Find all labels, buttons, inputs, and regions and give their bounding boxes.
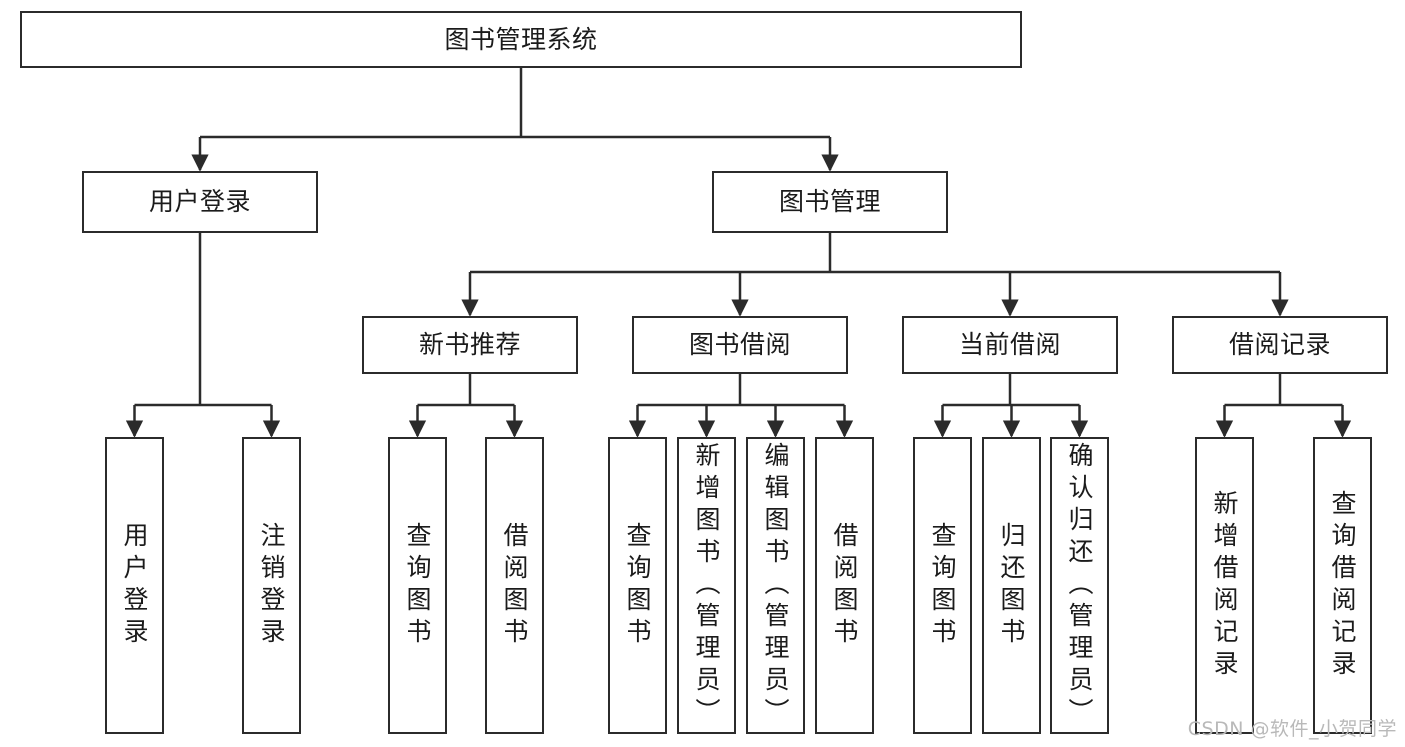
node-borrow-record-label: 借阅记录 [1228, 330, 1331, 360]
node-leaf-borrow-book-1-label: 借阅图书 [500, 521, 529, 650]
node-leaf-query-book-2-label: 查询图书 [623, 521, 652, 650]
watermark: CSDN @软件_小贺同学 [1187, 718, 1397, 740]
node-leaf-query-record-label: 查询借阅记录 [1328, 489, 1357, 682]
node-leaf-user-login-label: 用户登录 [120, 521, 149, 650]
node-leaf-return-book[interactable]: 归还图书 [982, 437, 1041, 734]
node-user-login-label: 用户登录 [148, 187, 251, 217]
node-leaf-add-book[interactable]: 新增图书（管理员） [677, 437, 736, 734]
node-leaf-query-book-3[interactable]: 查询图书 [913, 437, 972, 734]
node-leaf-borrow-book-1[interactable]: 借阅图书 [485, 437, 544, 734]
node-leaf-add-book-label: 新增图书（管理员） [692, 441, 721, 730]
node-new-book-recommend-label: 新书推荐 [418, 330, 521, 360]
node-root-label: 图书管理系统 [444, 24, 598, 54]
node-current-borrow[interactable]: 当前借阅 [902, 316, 1118, 374]
node-book-manage-label: 图书管理 [778, 187, 881, 217]
node-leaf-user-login[interactable]: 用户登录 [105, 437, 164, 734]
node-leaf-logout-label: 注销登录 [257, 521, 286, 650]
node-leaf-confirm-return[interactable]: 确认归还（管理员） [1050, 437, 1109, 734]
node-leaf-borrow-book-2-label: 借阅图书 [830, 521, 859, 650]
node-leaf-edit-book[interactable]: 编辑图书（管理员） [746, 437, 805, 734]
node-new-book-recommend[interactable]: 新书推荐 [362, 316, 578, 374]
node-leaf-return-book-label: 归还图书 [997, 521, 1026, 650]
node-current-borrow-label: 当前借阅 [958, 330, 1061, 360]
node-book-borrow-label: 图书借阅 [688, 330, 791, 360]
node-leaf-logout[interactable]: 注销登录 [242, 437, 301, 734]
node-leaf-query-book-2[interactable]: 查询图书 [608, 437, 667, 734]
node-leaf-add-record-label: 新增借阅记录 [1210, 489, 1239, 682]
node-leaf-confirm-return-label: 确认归还（管理员） [1065, 441, 1094, 730]
node-book-borrow[interactable]: 图书借阅 [632, 316, 848, 374]
node-book-manage[interactable]: 图书管理 [712, 171, 948, 233]
node-leaf-add-record[interactable]: 新增借阅记录 [1195, 437, 1254, 734]
node-leaf-borrow-book-2[interactable]: 借阅图书 [815, 437, 874, 734]
node-leaf-query-book-1[interactable]: 查询图书 [388, 437, 447, 734]
node-user-login[interactable]: 用户登录 [82, 171, 318, 233]
node-leaf-query-record[interactable]: 查询借阅记录 [1313, 437, 1372, 734]
node-leaf-query-book-1-label: 查询图书 [403, 521, 432, 650]
node-leaf-query-book-3-label: 查询图书 [928, 521, 957, 650]
node-borrow-record[interactable]: 借阅记录 [1172, 316, 1388, 374]
node-root[interactable]: 图书管理系统 [20, 11, 1022, 68]
node-leaf-edit-book-label: 编辑图书（管理员） [761, 441, 790, 730]
